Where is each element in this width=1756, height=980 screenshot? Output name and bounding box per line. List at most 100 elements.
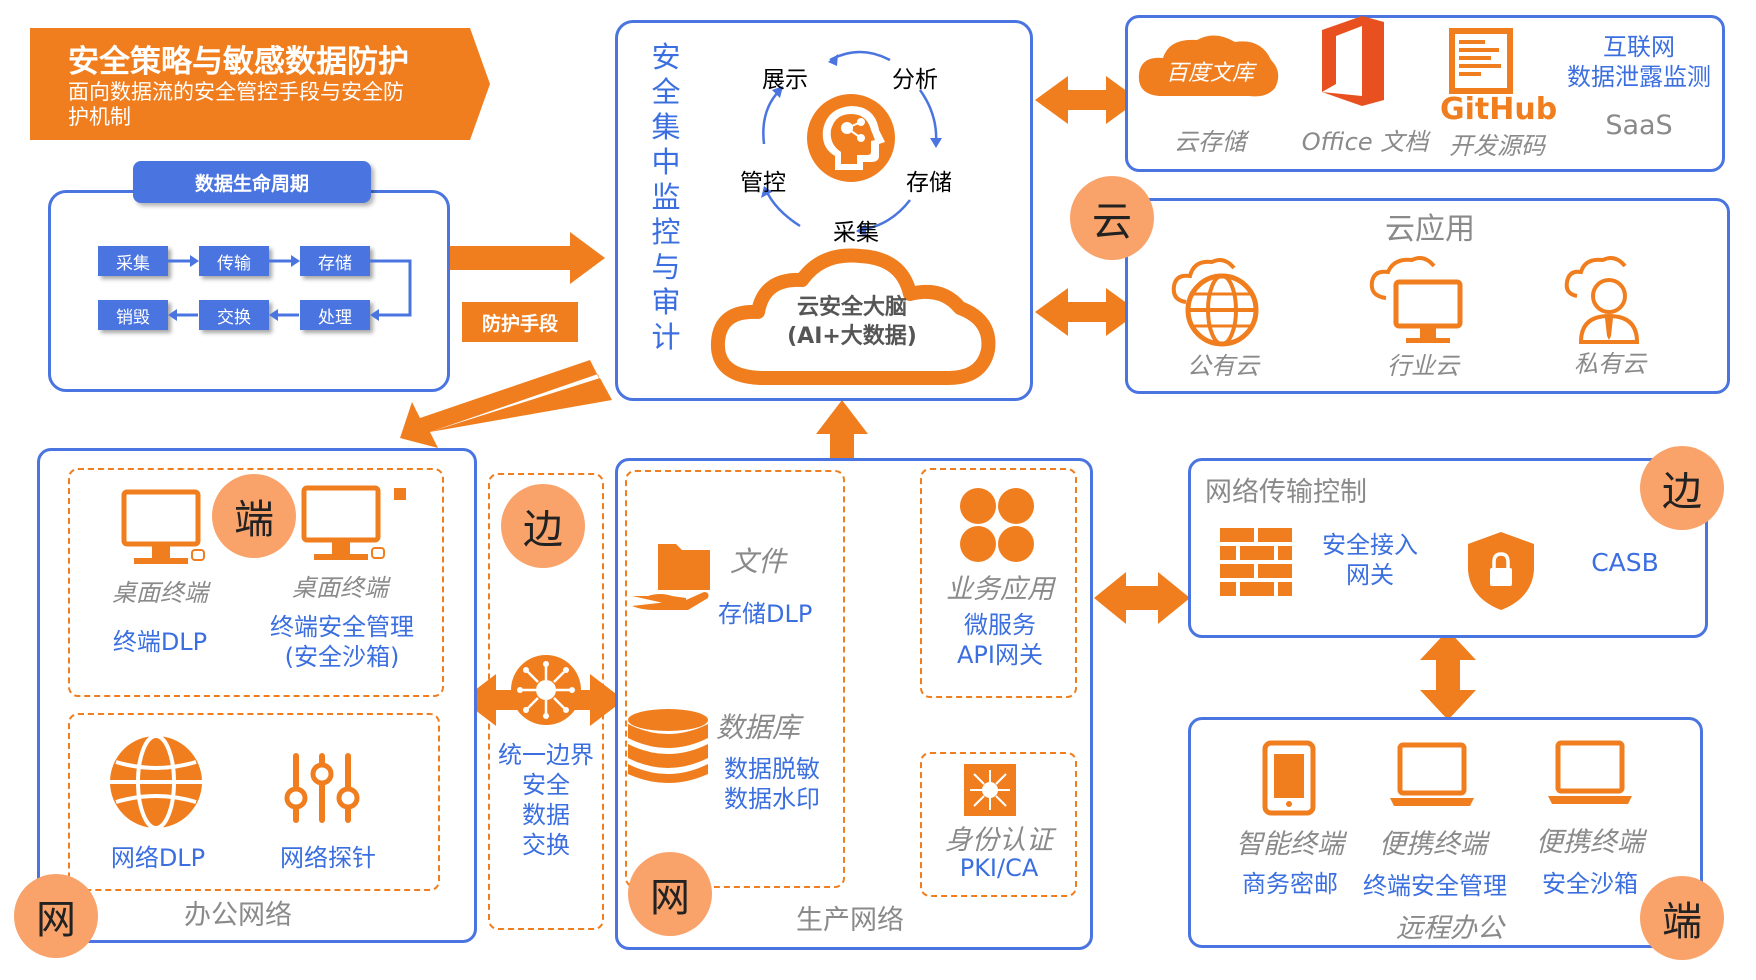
- production-biz-zone: [920, 468, 1077, 698]
- production-id-zone: [920, 752, 1077, 897]
- network-dlp: 网络DLP: [110, 844, 206, 872]
- cycle-analyze: 分析: [892, 67, 938, 93]
- pki-ca: PKI/CA: [959, 854, 1039, 882]
- lifecycle-step-transmit: 传输: [199, 246, 269, 276]
- file-label: 文件: [730, 545, 787, 578]
- arrow-transport-remote: [1420, 630, 1476, 720]
- terminal-security-mgmt: 终端安全管理 (安全沙箱): [270, 613, 414, 671]
- lifecycle-step-collect: 采集: [98, 246, 168, 276]
- production-data-zone: [625, 470, 845, 888]
- arrow-center-saas: [1035, 76, 1139, 124]
- smart-terminal-label: 智能终端: [1236, 829, 1344, 860]
- database-icon: [628, 709, 708, 783]
- office-network-zone: [68, 713, 440, 891]
- office-terminal-zone: [68, 468, 444, 697]
- center-monitor-panel: [615, 20, 1033, 401]
- page-subtitle: 面向数据流的安全管控手段与安全防 护机制: [68, 80, 404, 129]
- globe-icon: [110, 734, 202, 830]
- lifecycle-flow-arrows: [168, 255, 412, 321]
- lifecycle-header: 数据生命周期: [133, 161, 371, 203]
- public-cloud-label: 公有云: [1187, 352, 1259, 380]
- database-label: 数据库: [716, 711, 801, 744]
- office-network-footer: 办公网络: [184, 900, 292, 931]
- identity-auth-icon: [964, 764, 1016, 816]
- lifecycle-step-store: 存储: [300, 246, 370, 276]
- saas-label: SaaS: [1605, 110, 1673, 141]
- arrow-center-cloud: [1035, 288, 1139, 336]
- portable-terminal-label: 便携终端: [1379, 829, 1487, 860]
- lifecycle-step-exchange: 交换: [199, 300, 269, 330]
- baidu-cloud-icon: [1138, 35, 1279, 97]
- casb: CASB: [1591, 548, 1659, 577]
- shield-lock-icon: [1468, 532, 1534, 610]
- network-probe-icon: [284, 753, 360, 823]
- desktop-terminal-label-2: 桌面终端: [292, 574, 388, 602]
- badge-cloud: 云: [1070, 176, 1154, 260]
- cycle-arrows: [761, 50, 942, 237]
- remote-office-footer: 远程办公: [1396, 913, 1504, 944]
- border-exchange-zone: [488, 473, 604, 930]
- desktop-terminal-icon-2: [301, 485, 406, 560]
- lifecycle-step-destroy: 销毁: [98, 300, 168, 330]
- portable-terminal-label-2: 便携终端: [1536, 827, 1644, 858]
- cycle-collect: 采集: [833, 220, 879, 246]
- terminal-dlp: 终端DLP: [112, 628, 208, 656]
- laptop-icon: [1390, 742, 1474, 806]
- cloud-apps-panel: [1125, 198, 1730, 394]
- border-exchange-text: 统一边界 安全 数据 交换: [498, 741, 594, 859]
- office-label: Office 文档: [1301, 128, 1429, 156]
- firewall-icon: [1220, 528, 1292, 596]
- badge-terminal-remote: 端: [1640, 876, 1724, 960]
- lifecycle-panel: [48, 190, 450, 392]
- private-cloud-icon: [1564, 256, 1640, 344]
- office-icon: [1322, 16, 1384, 106]
- microservice-api-gateway: 微服务 API网关: [957, 611, 1043, 669]
- data-masking-watermark: 数据脱敏 数据水印: [724, 755, 820, 813]
- center-vertical-title: 安 全 集 中 监 控 与 审 计: [651, 40, 681, 354]
- exchange-hub-icon: [511, 655, 581, 725]
- business-app-icon: [960, 488, 1034, 562]
- laptop-icon-2: [1548, 740, 1632, 804]
- baidu-label: 百度文库: [1165, 61, 1254, 86]
- cloud-brain-text: 云安全大脑 (AI+大数据): [787, 295, 917, 349]
- remote-office-panel: [1188, 717, 1703, 948]
- arrow-production-transport: [1094, 572, 1190, 624]
- github-text: GitHub: [1440, 92, 1558, 127]
- arrow-lifecycle-to-center: [450, 232, 605, 284]
- badge-border: 边: [501, 484, 585, 568]
- ai-head-icon: [807, 94, 895, 182]
- badge-terminal-office: 端: [212, 474, 296, 558]
- production-network-footer: 生产网络: [796, 905, 904, 936]
- industry-cloud-icon: [1369, 256, 1463, 343]
- cloud-brain-icon: [710, 248, 996, 385]
- transport-control-title: 网络传输控制: [1205, 477, 1367, 508]
- transport-control-panel: [1188, 458, 1708, 638]
- lifecycle-step-process: 处理: [300, 300, 370, 330]
- github-icon: [1449, 28, 1513, 94]
- secure-access-gateway: 安全接入 网关: [1322, 531, 1418, 589]
- identity-auth-label: 身份认证: [945, 825, 1053, 856]
- business-app-label: 业务应用: [946, 574, 1054, 605]
- badge-network-production: 网: [628, 852, 712, 936]
- remote-terminal-mgmt: 终端安全管理: [1363, 872, 1507, 900]
- remote-sandbox: 安全沙箱: [1542, 870, 1638, 898]
- desktop-terminal-label: 桌面终端: [112, 579, 208, 607]
- source-code-label: 开发源码: [1449, 132, 1545, 160]
- protect-label: 防护手段: [462, 302, 578, 342]
- badge-network-office: 网: [14, 874, 98, 958]
- private-cloud-label: 私有云: [1574, 350, 1646, 378]
- page-title: 安全策略与敏感数据防护: [68, 44, 409, 80]
- desktop-terminal-icon: [121, 489, 205, 564]
- public-cloud-icon: [1171, 258, 1259, 347]
- industry-cloud-label: 行业云: [1387, 352, 1459, 380]
- file-storage-icon: [632, 544, 710, 610]
- cycle-control: 管控: [740, 170, 786, 196]
- arrow-center-office: [400, 360, 600, 448]
- cloud-apps-title: 云应用: [1385, 212, 1475, 247]
- internet-leak-monitor: 互联网 数据泄露监测: [1567, 33, 1711, 91]
- cloud-storage-label: 云存储: [1174, 128, 1246, 156]
- cycle-store: 存储: [906, 170, 952, 196]
- storage-dlp: 存储DLP: [718, 600, 813, 628]
- business-secure-mail: 商务密邮: [1242, 870, 1338, 898]
- network-probe: 网络探针: [280, 844, 376, 872]
